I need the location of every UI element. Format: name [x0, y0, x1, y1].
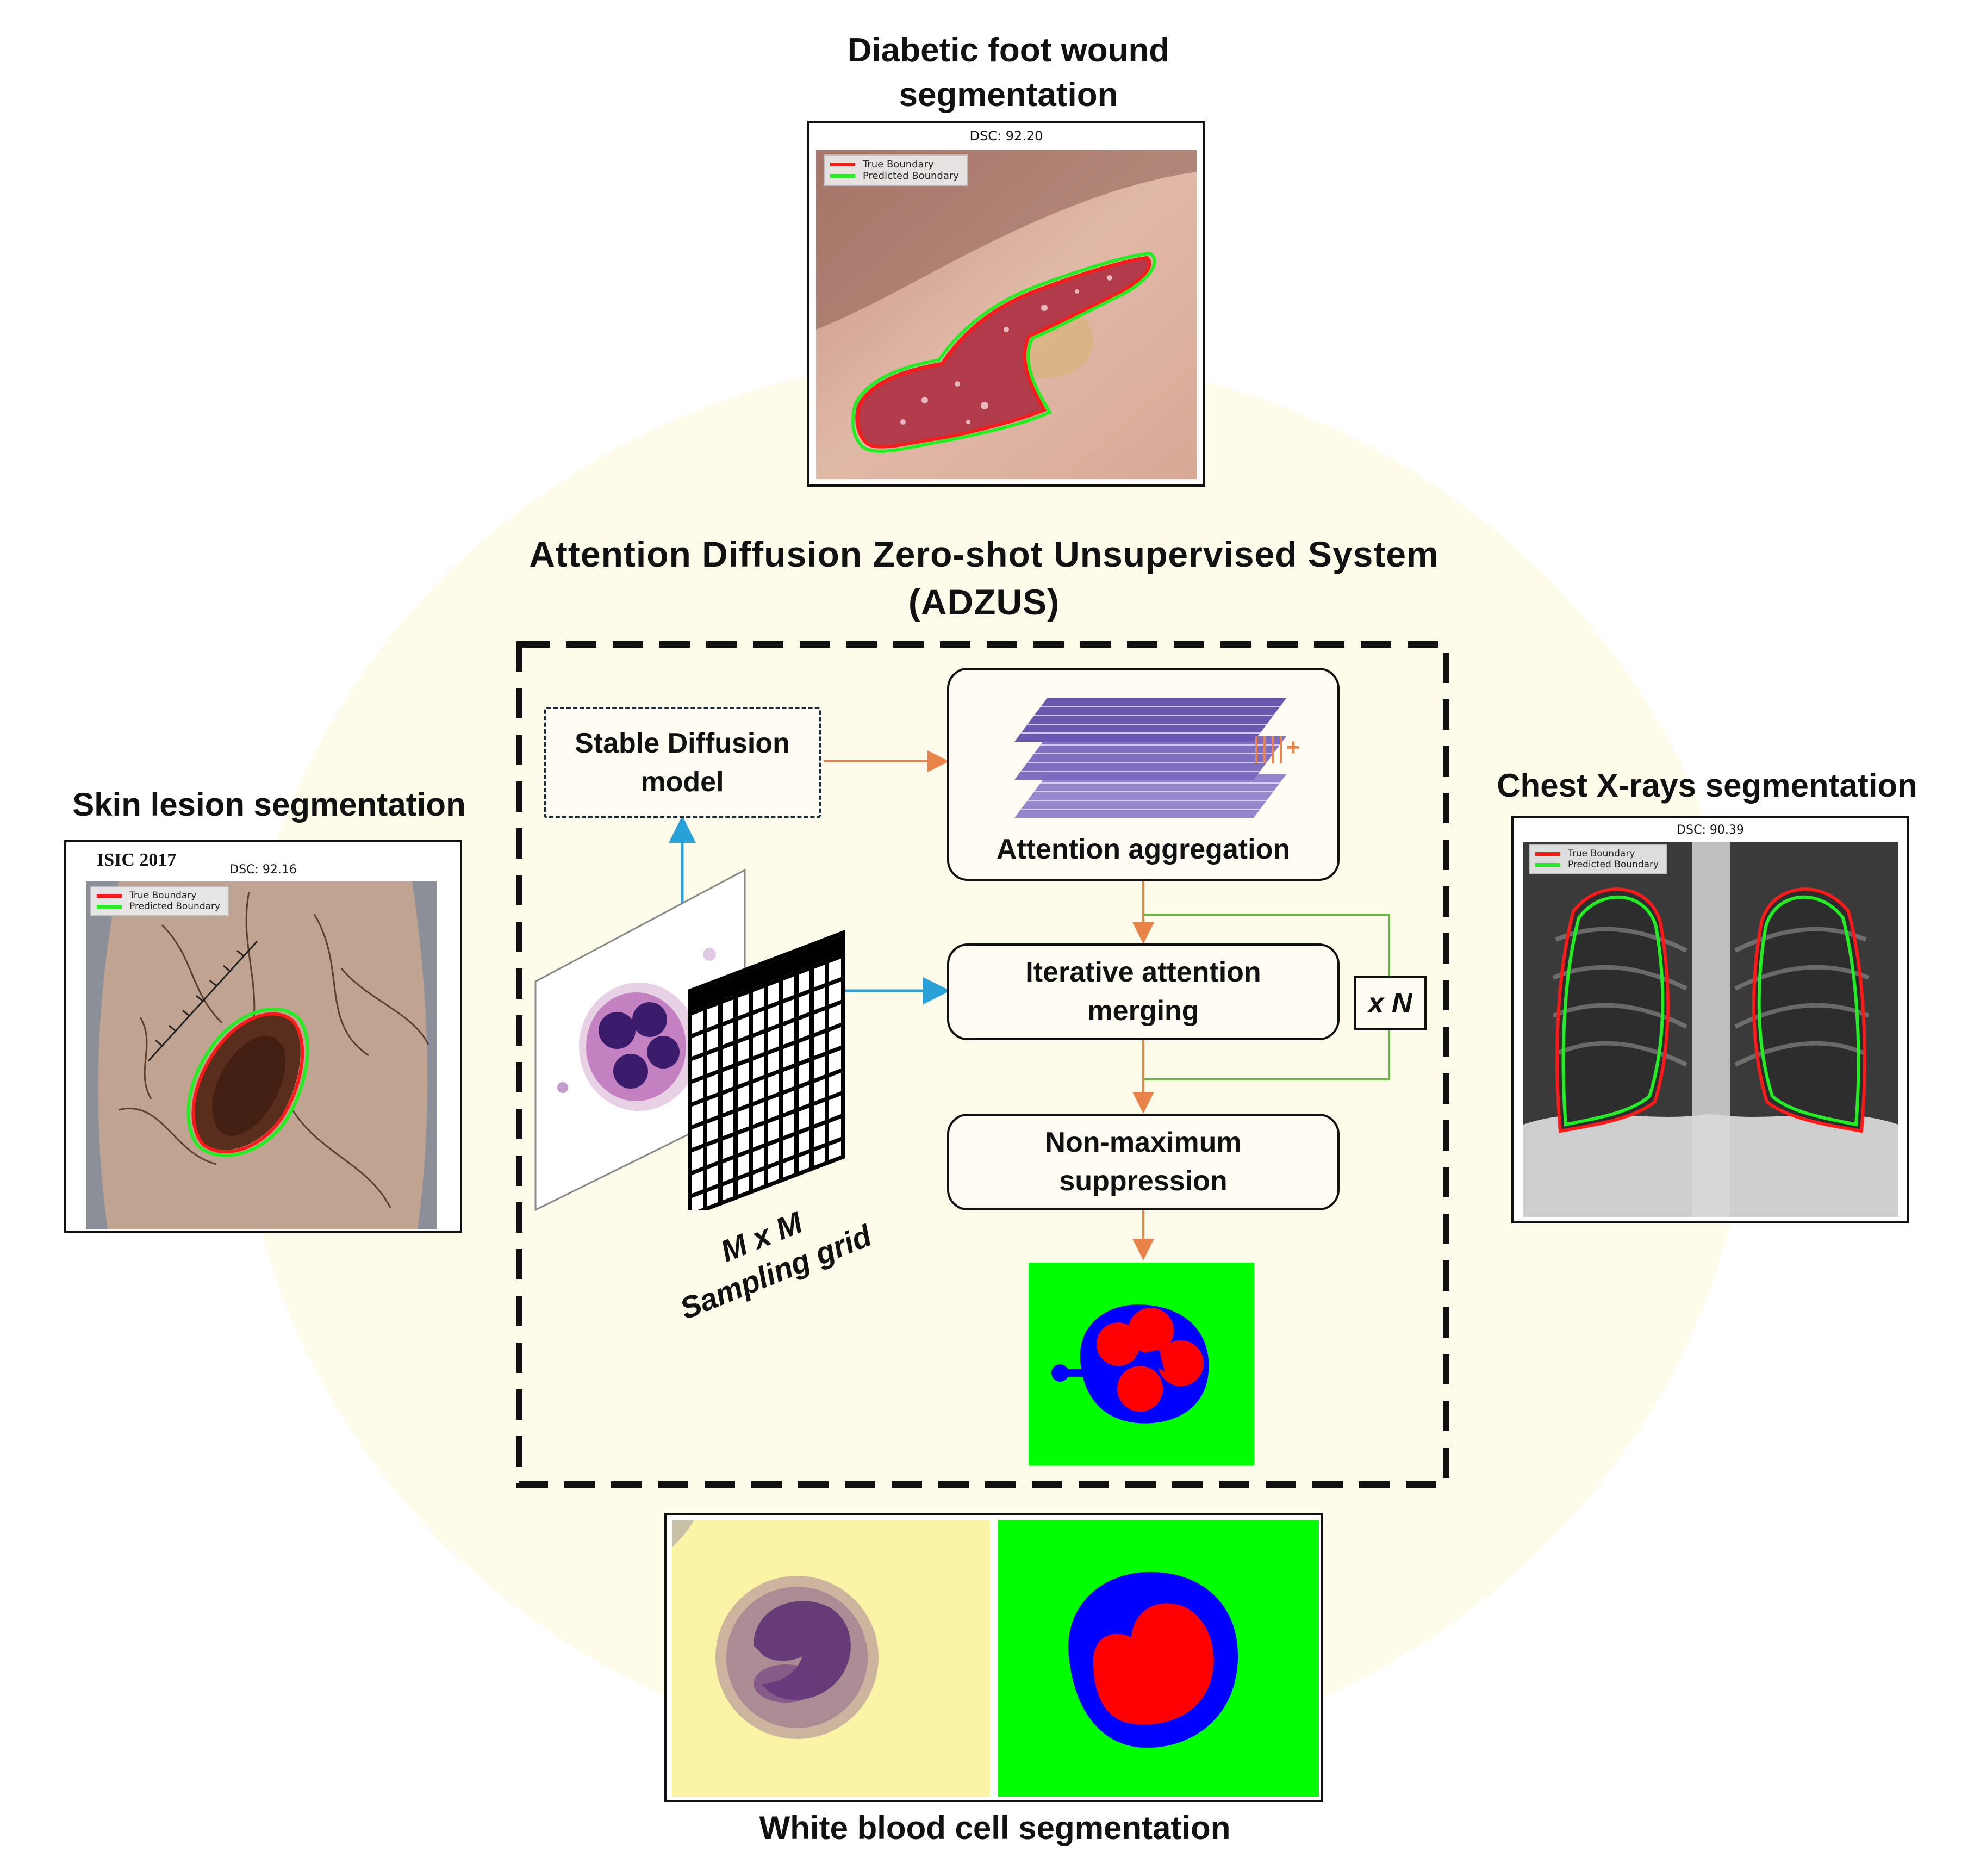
nms-box: Non-maximum suppression: [947, 1114, 1340, 1210]
skin-dsc-score: DSC: 92.16: [229, 863, 297, 877]
stable-diffusion-label: Stable Diffusion model: [575, 727, 790, 798]
attention-aggregation-box: + Attention aggregation: [947, 668, 1340, 881]
iterative-merging-box: Iterative attention merging: [947, 943, 1340, 1040]
foot-dsc-score: DSC: 92.20: [969, 128, 1043, 144]
chest-true-boundary-left: [1555, 887, 1670, 1133]
chest-panel: DSC: 90.39 True Boundary Predicted Bound…: [1511, 816, 1909, 1223]
skin-predicted-boundary: [186, 1007, 309, 1157]
loop-count-box: x N: [1354, 976, 1427, 1030]
foot-legend-pred: Predicted Boundary: [830, 170, 959, 182]
chest-legend-true: True Boundary: [1535, 848, 1659, 859]
skin-true-boundary: [191, 1012, 304, 1154]
chest-panel-title: Chest X-rays segmentation: [1497, 767, 1917, 804]
skin-legend: True Boundary Predicted Boundary: [90, 886, 229, 916]
iterative-merging-label: Iterative attention merging: [1025, 956, 1261, 1027]
foot-true-boundary: [856, 256, 1151, 449]
foot-title-line1: Diabetic foot wound: [847, 32, 1170, 69]
chest-true-boundary-right: [1752, 887, 1866, 1133]
skin-lesion-image: [86, 881, 437, 1229]
system-title-line1: Attention Diffusion Zero-shot Unsupervis…: [529, 534, 1439, 574]
wbc-panel: [664, 1513, 1323, 1802]
foot-panel-title: Diabetic foot wound segmentation: [723, 28, 1294, 117]
foot-wound-image: [816, 150, 1197, 479]
chest-legend: True Boundary Predicted Boundary: [1529, 844, 1668, 874]
wbc-panel-title: White blood cell segmentation: [759, 1810, 1231, 1846]
skin-legend-true: True Boundary: [97, 890, 220, 901]
aggregation-plus-sign: +: [1286, 734, 1300, 761]
chest-predicted-boundary-left: [1561, 895, 1665, 1127]
wbc-input-image: [672, 1520, 990, 1797]
nms-label: Non-maximum suppression: [1045, 1127, 1242, 1197]
wbc-segmentation-mask: [998, 1520, 1319, 1797]
system-title-acronym: (ADZUS): [908, 582, 1060, 622]
attention-maps-icon: +: [1014, 698, 1300, 818]
stable-diffusion-box: Stable Diffusion model: [544, 707, 821, 818]
chest-legend-pred: Predicted Boundary: [1535, 859, 1659, 870]
skin-panel: ISIC 2017 DSC: 92.16 True Boundary Predi…: [64, 840, 462, 1233]
foot-legend: True Boundary Predicted Boundary: [824, 154, 968, 186]
skin-panel-title: Skin lesion segmentation: [72, 786, 466, 823]
foot-legend-true: True Boundary: [830, 159, 959, 170]
chest-dsc-score: DSC: 90.39: [1677, 823, 1744, 837]
loop-count-label: x N: [1368, 987, 1412, 1019]
output-segmentation-mask: [1029, 1263, 1254, 1465]
system-title: Attention Diffusion Zero-shot Unsupervis…: [468, 530, 1500, 626]
skin-legend-pred: Predicted Boundary: [97, 901, 220, 912]
attention-aggregation-label: Attention aggregation: [996, 834, 1291, 865]
foot-panel: DSC: 92.20 True Boundary Predicted Bound…: [807, 121, 1205, 487]
foot-predicted-boundary: [851, 251, 1156, 453]
chest-predicted-boundary-right: [1757, 895, 1860, 1127]
sampling-grid-icon: [688, 929, 845, 1210]
skin-dataset-label: ISIC 2017: [97, 850, 177, 870]
foot-title-line2: segmentation: [899, 76, 1118, 114]
chest-xray-image: [1523, 842, 1898, 1217]
